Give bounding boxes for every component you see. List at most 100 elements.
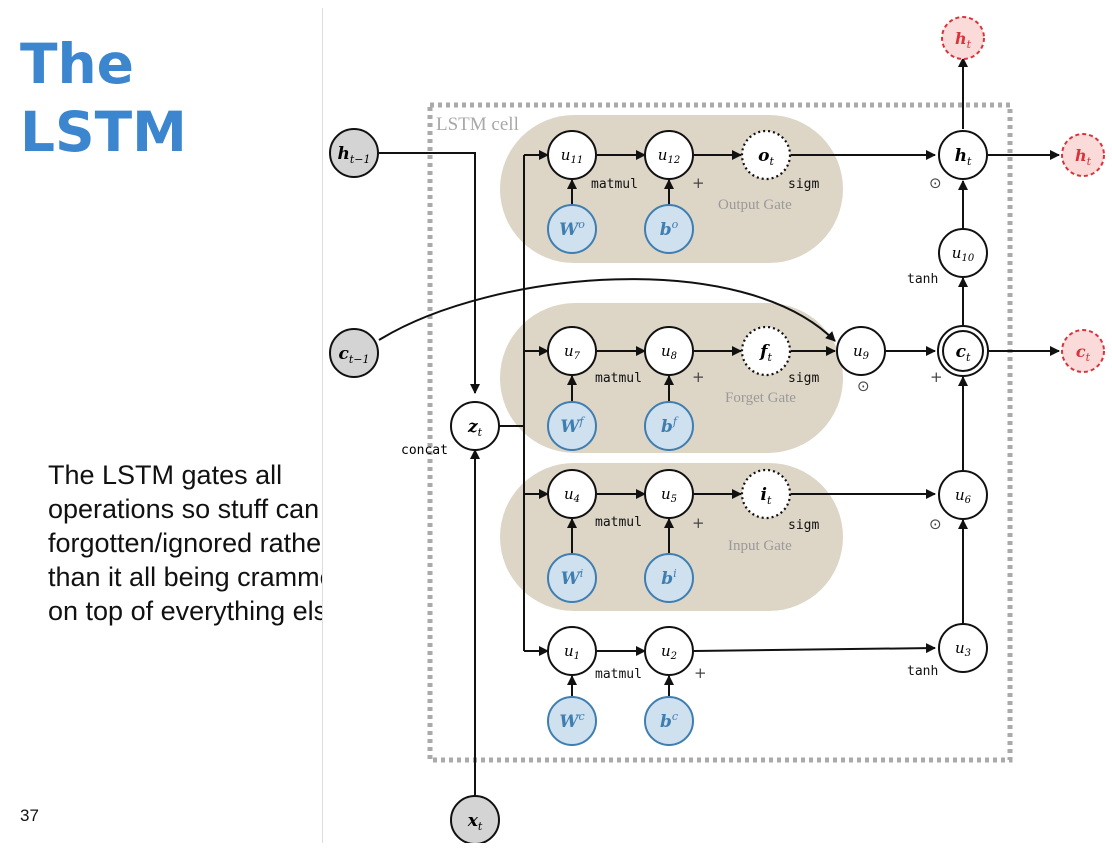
output-h-top-label: h (955, 29, 967, 48)
param-W-i-label: W (561, 569, 582, 589)
svg-text:bc: bc (660, 710, 678, 732)
label-concat: concat (401, 443, 448, 458)
node-u5-label: u (661, 485, 671, 503)
param-b-f-label: b (661, 417, 673, 437)
slide-body-text: The LSTM gates all operations so stuff c… (48, 460, 357, 626)
node-u12: u12 (644, 130, 694, 180)
svg-text:it: it (761, 485, 772, 507)
param-b-i-label: b (661, 569, 673, 589)
node-z-sub: t (478, 426, 483, 439)
lstm-cell-label: LSTM cell (436, 114, 519, 135)
node-c-prev: ct−1 (329, 328, 379, 378)
param-b-o-label: b (660, 220, 672, 240)
param-W-c-label: W (559, 712, 580, 732)
param-b-c: bc (644, 696, 694, 746)
node-u11-sub: 11 (570, 155, 583, 166)
svg-text:xt: xt (467, 811, 483, 833)
node-u8: u8 (644, 326, 694, 376)
node-u6-sub: 6 (965, 495, 972, 506)
param-b-f: bf (644, 401, 694, 451)
svg-text:zt: zt (467, 417, 483, 439)
lstm-diagram-svg: LSTM cell Output Gate Forget Gate Input … (329, 16, 1105, 843)
svg-text:u4: u4 (564, 485, 580, 505)
node-u9-sub: 9 (863, 351, 870, 362)
slide-title-line-2: LSTM (20, 100, 187, 164)
node-u4-sub: 4 (573, 494, 580, 505)
param-W-f-sup: f (579, 415, 586, 428)
svg-text:u9: u9 (853, 342, 870, 362)
node-i-sub: t (767, 494, 772, 507)
op-sigm-output: sigm (788, 177, 819, 192)
node-u7-sub: 7 (574, 351, 581, 362)
edge-hprev-z (379, 152, 480, 394)
param-b-i: bi (644, 553, 694, 603)
svg-text:bo: bo (660, 218, 679, 240)
node-u1-sub: 1 (574, 651, 580, 662)
node-u9-label: u (853, 342, 863, 360)
node-u8-label: u (661, 342, 671, 360)
op-plus-ct: + (930, 368, 943, 386)
node-u7: u7 (547, 326, 597, 376)
param-W-o-sup: o (578, 218, 585, 231)
op-plus-candidate: + (694, 664, 707, 682)
node-u8-sub: 8 (671, 351, 677, 362)
svg-text:u1: u1 (564, 642, 580, 662)
param-W-i-sup: i (580, 567, 584, 580)
op-plus-output: + (692, 174, 705, 192)
page-number: 37 (20, 806, 39, 825)
svg-text:ft: ft (759, 342, 772, 364)
node-u9: u9 (836, 326, 886, 376)
svg-text:bi: bi (661, 567, 676, 589)
node-h-prev-sub: t−1 (350, 153, 371, 166)
svg-text:ht: ht (1075, 146, 1092, 168)
param-W-c: Wc (547, 696, 597, 746)
node-h-t: ht (938, 130, 988, 180)
param-b-f-sup: f (672, 415, 679, 428)
node-u10-label: u (952, 244, 962, 262)
node-u10: u10 (938, 228, 988, 278)
node-u5: u5 (644, 469, 694, 519)
svg-text:ct: ct (956, 342, 971, 364)
node-i: it (740, 468, 792, 520)
output-h-right-sub: t (1087, 155, 1092, 168)
svg-text:u2: u2 (661, 642, 677, 662)
svg-text:u12: u12 (658, 146, 680, 166)
svg-text:u7: u7 (564, 342, 581, 362)
op-sigm-input: sigm (788, 518, 819, 533)
node-c-t-sub: t (966, 351, 971, 364)
edge-u2-u3 (693, 643, 936, 654)
node-c-t-label: c (956, 342, 967, 362)
node-c-prev-sub: t−1 (349, 353, 370, 366)
svg-text:u5: u5 (661, 485, 677, 505)
edge-cprev-u9 (378, 278, 836, 342)
node-u12-sub: 12 (667, 155, 680, 166)
op-sigm-forget: sigm (788, 371, 819, 386)
op-matmul-input: matmul (595, 515, 642, 530)
svg-text:u11: u11 (561, 146, 583, 166)
node-i-label: i (761, 485, 767, 505)
node-u6-label: u (955, 486, 965, 504)
node-o-sub: t (769, 155, 774, 168)
op-hadamard-u9: ⊙ (857, 377, 870, 395)
svg-text:ht−1: ht−1 (337, 144, 370, 166)
svg-text:ot: ot (758, 146, 774, 168)
node-c-prev-label: c (339, 344, 350, 364)
slide-title-line-1: The (20, 32, 134, 96)
node-z: zt (450, 401, 500, 451)
svg-text:u6: u6 (955, 486, 972, 506)
svg-text:Wo: Wo (559, 218, 585, 240)
param-W-o: Wo (547, 204, 597, 254)
node-u3-label: u (955, 639, 965, 657)
output-h-right-label: h (1075, 146, 1087, 165)
op-matmul-forget: matmul (595, 371, 642, 386)
svg-text:ct−1: ct−1 (339, 344, 370, 366)
slide-title: The LSTM (20, 30, 187, 166)
param-W-f: Wf (547, 401, 597, 451)
node-h-t-label: h (955, 146, 967, 166)
node-h-t-sub: t (967, 155, 972, 168)
svg-text:bf: bf (661, 415, 679, 437)
node-u10-sub: 10 (961, 253, 974, 264)
node-h-prev-label: h (337, 144, 349, 164)
svg-text:Wc: Wc (559, 710, 584, 732)
node-u2-sub: 2 (670, 651, 677, 662)
